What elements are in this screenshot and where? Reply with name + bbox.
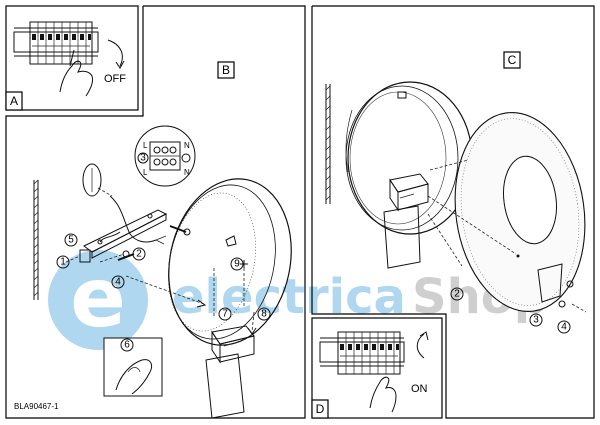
- cross-screw-icon: [240, 260, 248, 268]
- panel-a-letter: A: [10, 94, 18, 108]
- driver-box-b: [205, 325, 255, 419]
- screw-c-2: [566, 280, 574, 288]
- driver-box-c: [383, 173, 429, 269]
- panel-d-letter-box: [311, 399, 329, 419]
- end-cap: [537, 263, 563, 303]
- callout-2-c: 2: [454, 289, 460, 300]
- wall-plug-detail: [82, 163, 113, 197]
- callout-7-b: 7: [222, 309, 228, 320]
- terminal-block-detail: L N L N 3: [134, 125, 196, 187]
- wall-hatch-c: [325, 84, 331, 204]
- mains-cable: [109, 195, 157, 243]
- switch-off-label: OFF: [104, 73, 126, 85]
- panel-d: ON D: [311, 317, 443, 419]
- breaker-strip-a: [13, 21, 99, 65]
- diffuser-disc: [454, 112, 586, 312]
- callout-4-c: 4: [561, 322, 567, 333]
- screw-c-1: [558, 300, 566, 308]
- panel-a: OFF A: [5, 5, 139, 111]
- callout-2-b: 2: [136, 249, 142, 260]
- panel-c-letter: C: [508, 53, 517, 67]
- panel-c: C: [311, 5, 595, 419]
- hand-inset-b: [103, 337, 163, 397]
- rotate-arrow-icon-d: [416, 333, 425, 359]
- callout-3-b: 3: [140, 153, 146, 164]
- panel-b-letter-box: [217, 61, 235, 79]
- breaker-strip-d: [319, 331, 405, 375]
- callout-5-b: 5: [68, 235, 74, 246]
- clip-icon: [225, 235, 237, 247]
- panel-d-letter: D: [316, 402, 325, 416]
- rotate-arrow-icon: [107, 39, 123, 67]
- watermark-logo-glyph: e: [70, 251, 126, 346]
- panel-b-frame: [5, 5, 306, 419]
- callout-1-b: 1: [60, 257, 66, 268]
- callout-3-c: 3: [533, 315, 539, 326]
- terminal-label-n-bottom: N: [184, 168, 190, 177]
- terminal-label-l-top: L: [143, 141, 148, 150]
- luminaire-ring-c: [345, 81, 473, 235]
- watermark-text-main: electrica: [172, 269, 406, 325]
- panel-d-frame: [311, 317, 443, 419]
- model-code: BLA90467-1: [14, 402, 59, 411]
- luminaire-ring-b: [168, 178, 292, 346]
- terminal-label-n-top: N: [184, 141, 190, 150]
- callout-8-b: 8: [261, 309, 267, 320]
- panel-c-letter-box: [503, 51, 521, 69]
- panel-b: B: [5, 5, 306, 419]
- panel-a-frame: [5, 5, 139, 111]
- hand-icon-d: [369, 376, 397, 413]
- fixing-screws: [65, 249, 135, 263]
- callout-4-b: 4: [115, 277, 121, 288]
- screw-icon: [169, 225, 191, 236]
- hand-icon: [59, 60, 93, 97]
- terminal-label-l-bottom: L: [143, 168, 148, 177]
- callout-9-b: 9: [234, 259, 240, 270]
- callout-6-b: 6: [124, 340, 130, 351]
- earth-icon: [181, 153, 191, 163]
- panel-c-frame: [311, 5, 595, 419]
- panel-b-letter: B: [222, 63, 230, 77]
- switch-on-label: ON: [411, 383, 428, 395]
- wall-hatch-b: [33, 179, 39, 300]
- panel-a-letter-box: [5, 91, 23, 111]
